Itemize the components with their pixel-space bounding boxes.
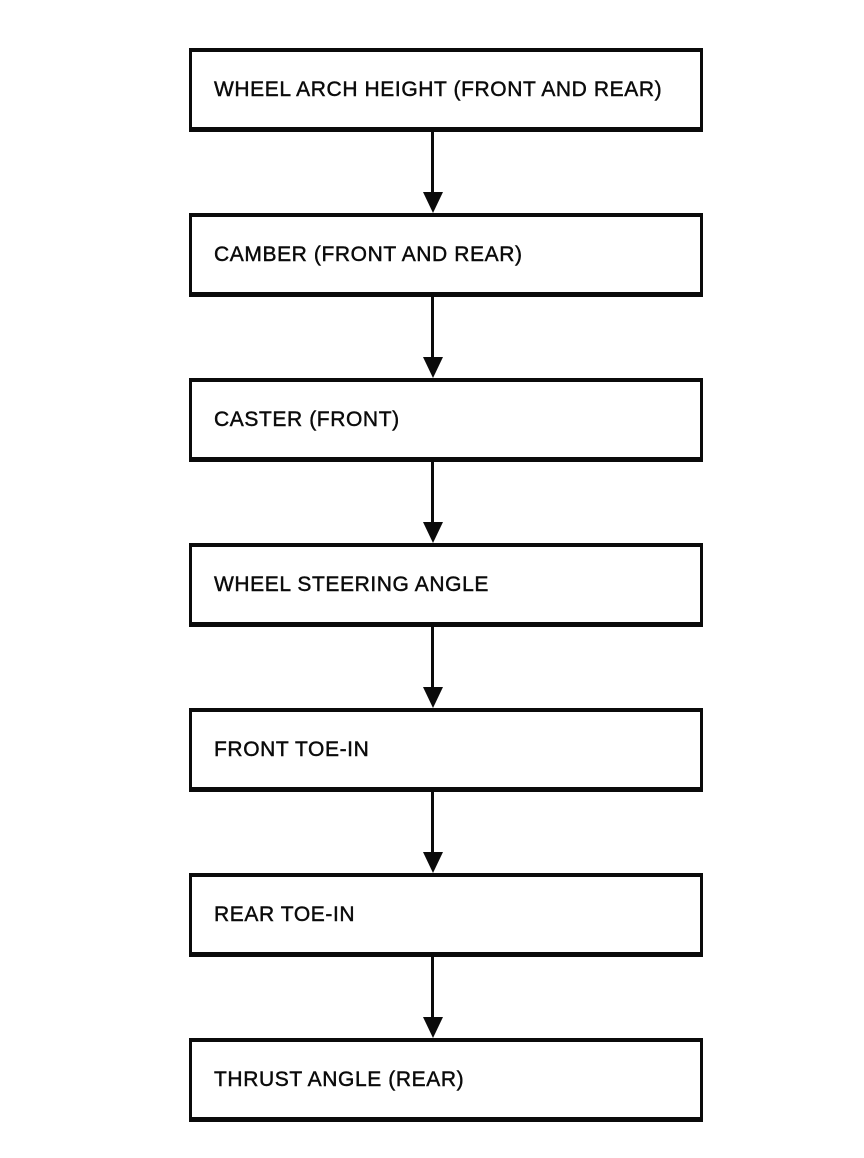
arrow-head <box>423 192 443 213</box>
arrow-down-icon <box>422 627 444 708</box>
flow-node-front-toe-in: FRONT TOE-IN <box>189 708 703 792</box>
flow-node-label: WHEEL STEERING ANGLE <box>214 573 489 596</box>
flow-node-label: CAMBER (FRONT AND REAR) <box>214 243 523 266</box>
arrow-head <box>423 357 443 378</box>
flow-node-camber: CAMBER (FRONT AND REAR) <box>189 213 703 297</box>
arrow-down-icon <box>422 297 444 378</box>
arrow-shaft <box>431 462 434 525</box>
flow-node-label: CASTER (FRONT) <box>214 408 400 431</box>
flow-node-label: FRONT TOE-IN <box>214 738 370 761</box>
arrow-down-icon <box>422 462 444 543</box>
flow-node-wheel-steering-angle: WHEEL STEERING ANGLE <box>189 543 703 627</box>
arrow-head <box>423 852 443 873</box>
arrow-shaft <box>431 132 434 195</box>
arrow-shaft <box>431 792 434 855</box>
arrow-down-icon <box>422 957 444 1038</box>
arrow-down-icon <box>422 792 444 873</box>
flow-node-wheel-arch-height: WHEEL ARCH HEIGHT (FRONT AND REAR) <box>189 48 703 132</box>
arrow-head <box>423 1017 443 1038</box>
flow-node-caster: CASTER (FRONT) <box>189 378 703 462</box>
flow-node-label: THRUST ANGLE (REAR) <box>214 1068 465 1091</box>
flow-node-label: REAR TOE-IN <box>214 903 356 926</box>
arrow-shaft <box>431 627 434 690</box>
arrow-shaft <box>431 297 434 360</box>
alignment-sequence-flowchart: WHEEL ARCH HEIGHT (FRONT AND REAR) CAMBE… <box>189 48 703 1122</box>
arrow-down-icon <box>422 132 444 213</box>
arrow-head <box>423 687 443 708</box>
flow-node-rear-toe-in: REAR TOE-IN <box>189 873 703 957</box>
arrow-shaft <box>431 957 434 1020</box>
flow-node-label: WHEEL ARCH HEIGHT (FRONT AND REAR) <box>214 78 663 101</box>
flow-node-thrust-angle: THRUST ANGLE (REAR) <box>189 1038 703 1122</box>
arrow-head <box>423 522 443 543</box>
